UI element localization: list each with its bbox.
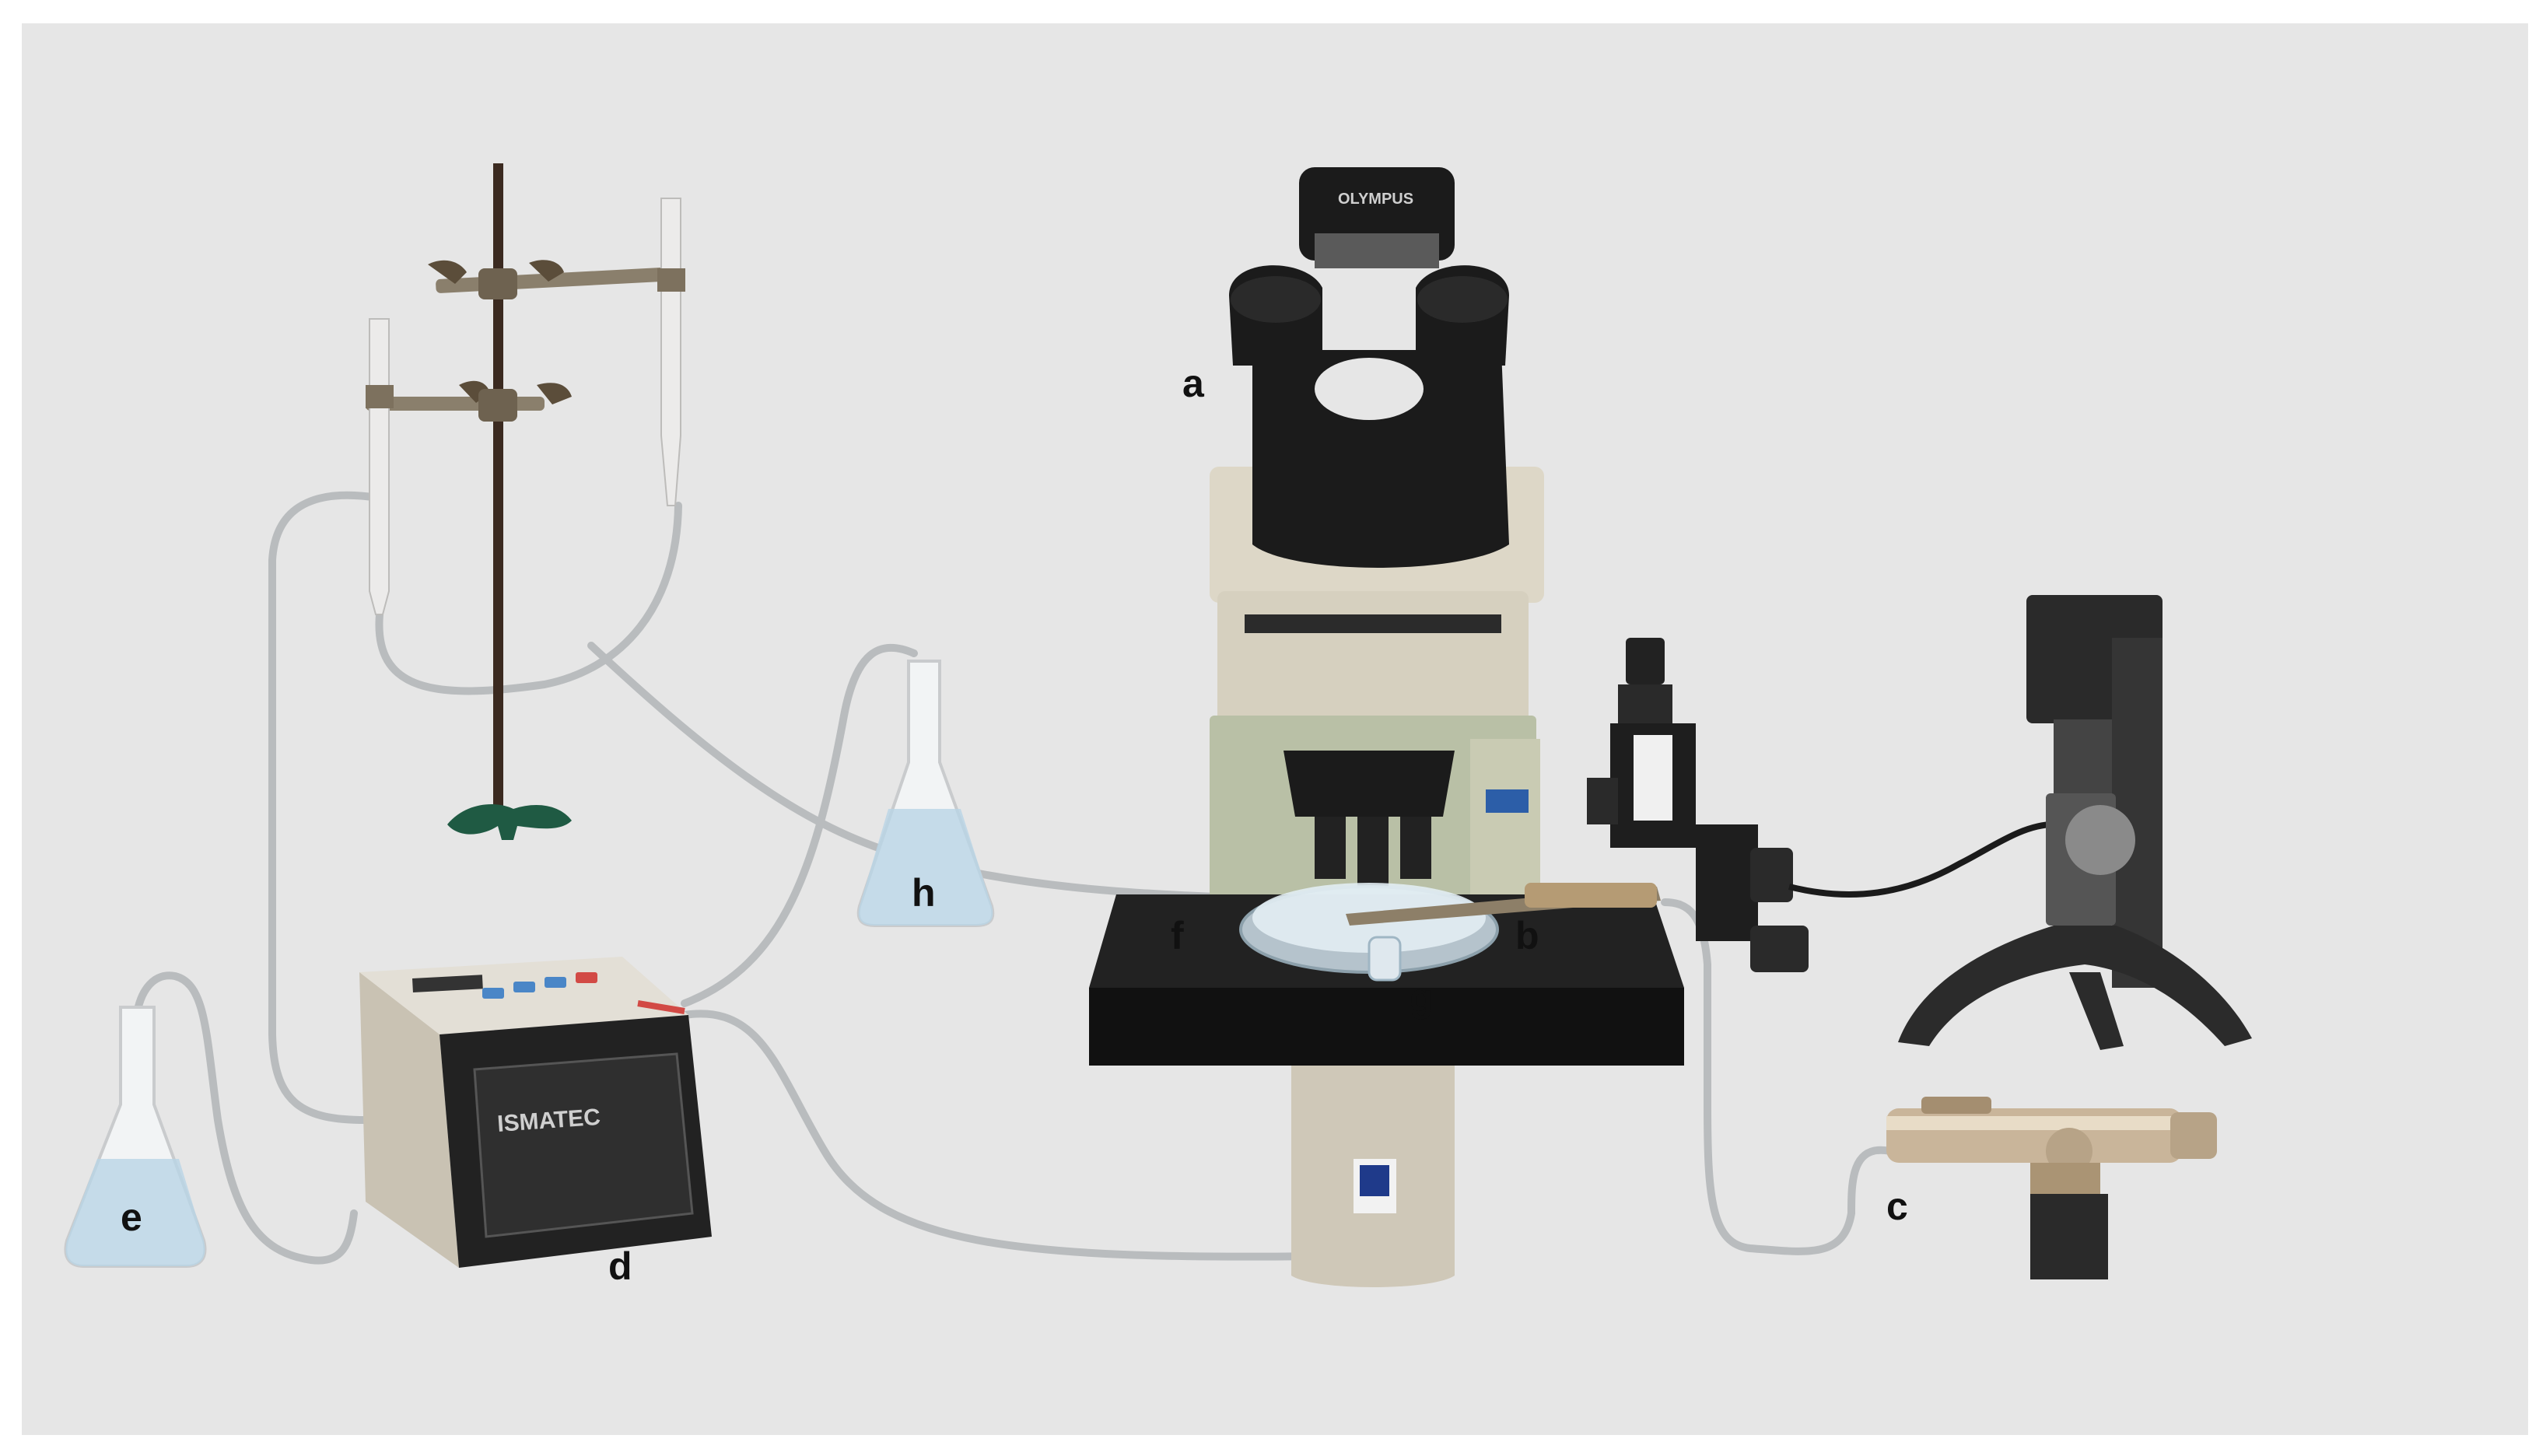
- microscope-brand-label: OLYMPUS: [1338, 191, 1413, 208]
- label-d: d: [608, 1244, 632, 1288]
- micromanipulator-icon: [1346, 638, 2054, 972]
- label-h: h: [912, 871, 936, 915]
- label-f: f: [1171, 914, 1184, 957]
- label-e: e: [121, 1195, 142, 1239]
- tube-left-pipette-to-pump: [268, 491, 440, 1124]
- label-a: a: [1182, 362, 1205, 405]
- part-labels: a b c d e f g h: [121, 362, 1908, 1288]
- flask-h-icon: [856, 660, 995, 927]
- flask-e-icon: [64, 1006, 207, 1268]
- label-c: c: [1886, 1185, 1908, 1228]
- tube-pump-to-microscope: [681, 1010, 1326, 1261]
- tube-flask-e-to-pump: [132, 971, 358, 1265]
- label-b: b: [1515, 914, 1539, 957]
- label-g: g: [1410, 976, 1434, 1020]
- tube-flask-h-to-pump: [681, 643, 918, 1007]
- tube-syringe-to-manipulator: [1661, 898, 1894, 1255]
- peristaltic-pump-icon: ISMATEC: [359, 957, 712, 1268]
- lamp-stand-icon: [1898, 595, 2252, 1050]
- retort-stand-icon: [366, 163, 685, 840]
- tube-pipette-loop: [375, 502, 682, 695]
- syringe-icon: [1886, 1097, 2217, 1279]
